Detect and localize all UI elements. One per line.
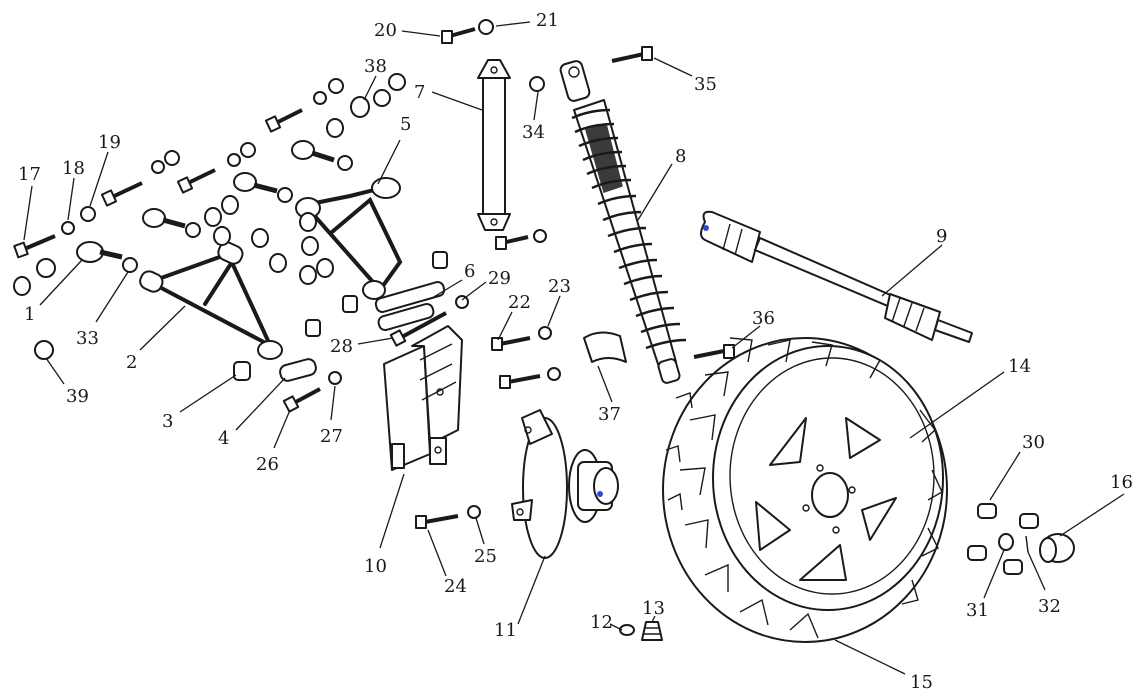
hardware-set: [13, 73, 469, 413]
nut-34-icon: [529, 76, 545, 92]
callout-6: 6: [464, 261, 475, 282]
bolt-row-left-icon: [100, 108, 303, 207]
callout-7: 7: [414, 82, 425, 103]
rod-end-1-icon: [76, 241, 104, 263]
callout-2: 2: [126, 352, 137, 373]
callout-4: 4: [218, 428, 229, 449]
callout-11: 11: [494, 620, 517, 641]
callout-8: 8: [675, 146, 686, 167]
lower-a-arm: [139, 241, 283, 360]
callout-38: 38: [364, 56, 387, 77]
callout-36: 36: [752, 308, 775, 329]
drive-shaft-9: [700, 210, 973, 343]
callout-14: 14: [1008, 356, 1031, 377]
callout-17: 17: [18, 164, 41, 185]
callout-30: 30: [1022, 432, 1045, 453]
washer-39-icon: [34, 340, 54, 360]
callout-10: 10: [364, 556, 387, 577]
bolt-lower-icon: [499, 367, 561, 389]
bolt-24-nut-25: [415, 505, 481, 529]
axle-nut-31-icon: [998, 533, 1014, 551]
knuckle-bracket-10: [383, 325, 463, 471]
callout-27: 27: [320, 426, 343, 447]
callout-32: 32: [1038, 596, 1061, 617]
callout-24: 24: [444, 576, 467, 597]
callout-28: 28: [330, 336, 353, 357]
tie-strap-7: [477, 59, 511, 231]
callout-20: 20: [374, 20, 397, 41]
callout-1: 1: [24, 304, 35, 325]
hub-cap-16-icon: [1039, 533, 1075, 563]
callout-5: 5: [400, 114, 411, 135]
bolt-36-icon: [693, 344, 735, 359]
callout-16: 16: [1110, 472, 1133, 493]
callout-25: 25: [474, 546, 497, 567]
shaft-seal-icon: [703, 225, 709, 231]
nut-19-icon: [80, 206, 96, 222]
wheel-tire-14-15: [662, 337, 948, 643]
lug-nuts-30-icon: [967, 503, 1039, 575]
washer-18-icon: [61, 221, 75, 235]
callout-29: 29: [488, 268, 511, 289]
callout-37: 37: [598, 404, 621, 425]
nut-33-icon: [122, 257, 138, 273]
bolt-17-icon: [13, 234, 56, 259]
callout-39: 39: [66, 386, 89, 407]
callout-3: 3: [162, 411, 173, 432]
callout-31: 31: [966, 600, 989, 621]
pin-4-icon: [279, 358, 317, 382]
pin-6-icon: [374, 281, 446, 313]
callout-33: 33: [76, 328, 99, 349]
callout-23: 23: [548, 276, 571, 297]
bolt-35-icon: [611, 46, 653, 63]
bolt-22-nut-23: [491, 326, 552, 351]
callout-18: 18: [62, 158, 85, 179]
callout-12: 12: [590, 612, 613, 633]
callout-21: 21: [536, 10, 559, 31]
valve-cap-12-icon: [619, 624, 635, 636]
spacer-37-icon: [583, 331, 627, 363]
callout-9: 9: [936, 226, 947, 247]
cotter-pin-32-icon: [1025, 535, 1029, 553]
hub-11: [511, 409, 619, 559]
callout-labels: 1 2 3 4 5 6 7 8 9 10 11 12 13 14 15 16 1…: [18, 10, 1133, 693]
leader-lines: [23, 21, 1125, 675]
valve-stem-13-icon: [641, 621, 663, 641]
callout-19: 19: [98, 132, 121, 153]
spacer-3-icon: [233, 361, 251, 381]
upper-a-arm: [295, 177, 403, 300]
bolt-20-nut-21: [441, 19, 494, 44]
bolt-mid-icon: [495, 229, 547, 250]
shock-absorber-8: [559, 60, 687, 384]
callout-26: 26: [256, 454, 279, 475]
callout-34: 34: [522, 122, 545, 143]
callout-22: 22: [508, 292, 531, 313]
callout-13: 13: [642, 598, 665, 619]
callout-35: 35: [694, 74, 717, 95]
callout-15: 15: [910, 672, 933, 693]
